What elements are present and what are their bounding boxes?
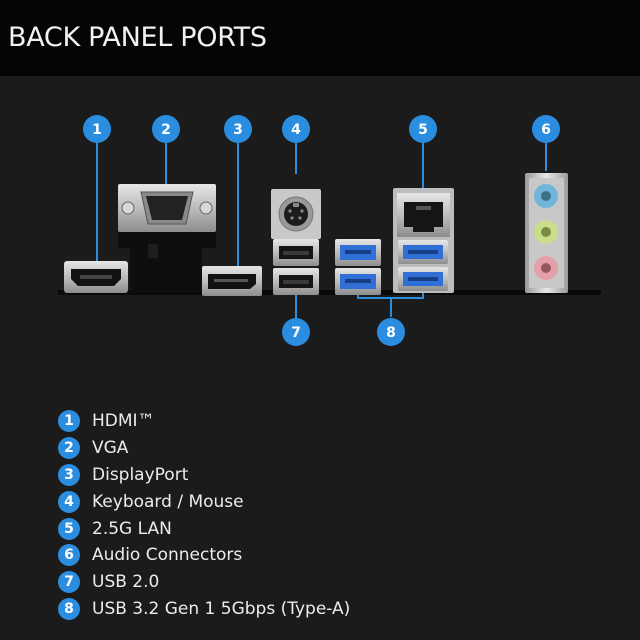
legend-label: VGA — [92, 437, 129, 458]
usb2-port-icon — [273, 239, 319, 295]
legend-badge: 8 — [58, 598, 80, 621]
legend-badge: 5 — [58, 517, 80, 540]
usb3-port-icon — [335, 239, 381, 295]
audio-jacks-icon — [525, 173, 568, 293]
callout-lines — [96, 142, 547, 319]
badge-number: 1 — [92, 122, 102, 138]
legend-badge: 7 — [58, 571, 80, 594]
badge-number: 5 — [418, 122, 428, 138]
legend-label: USB 3.2 Gen 1 5Gbps (Type-A) — [92, 599, 351, 620]
page-title: BACK PANEL PORTS — [8, 22, 267, 53]
badge-number: 8 — [386, 325, 396, 341]
legend-label: DisplayPort — [92, 464, 189, 485]
header-bar: BACK PANEL PORTS — [0, 0, 640, 76]
legend-badge: 2 — [58, 436, 80, 459]
badge-5: 5 — [409, 115, 437, 143]
ps2-port-icon — [271, 189, 321, 239]
badge-number: 2 — [161, 122, 171, 138]
badge-8: 8 — [377, 318, 405, 346]
badge-4: 4 — [282, 115, 310, 143]
badge-2: 2 — [152, 115, 180, 143]
hdmi-port-icon — [64, 261, 128, 293]
badge-7: 7 — [282, 318, 310, 346]
legend-badge: 4 — [58, 490, 80, 513]
usb3-port-icon — [398, 240, 448, 291]
badge-6: 6 — [532, 115, 560, 143]
badge-number: 3 — [233, 122, 243, 138]
legend-badge: 1 — [58, 410, 80, 432]
legend-label: USB 2.0 — [92, 572, 160, 593]
back-panel-diagram: 1 2 3 4 5 6 7 8 — [0, 76, 640, 376]
panel-baseline — [58, 290, 601, 295]
lan-port-icon — [393, 188, 454, 293]
legend-label: HDMI™ — [92, 411, 155, 431]
legend-label: Audio Connectors — [92, 545, 243, 566]
legend-badge: 6 — [58, 544, 80, 567]
legend-label: 2.5G LAN — [92, 518, 172, 539]
badge-number: 4 — [291, 122, 301, 138]
vga-port-icon — [118, 184, 216, 292]
badge-number: 6 — [541, 122, 551, 138]
badge-3: 3 — [224, 115, 252, 143]
badge-1: 1 — [83, 115, 111, 143]
badge-number: 7 — [291, 325, 301, 341]
displayport-icon — [202, 266, 262, 296]
legend-badge: 3 — [58, 463, 80, 486]
legend-label: Keyboard / Mouse — [92, 491, 244, 512]
